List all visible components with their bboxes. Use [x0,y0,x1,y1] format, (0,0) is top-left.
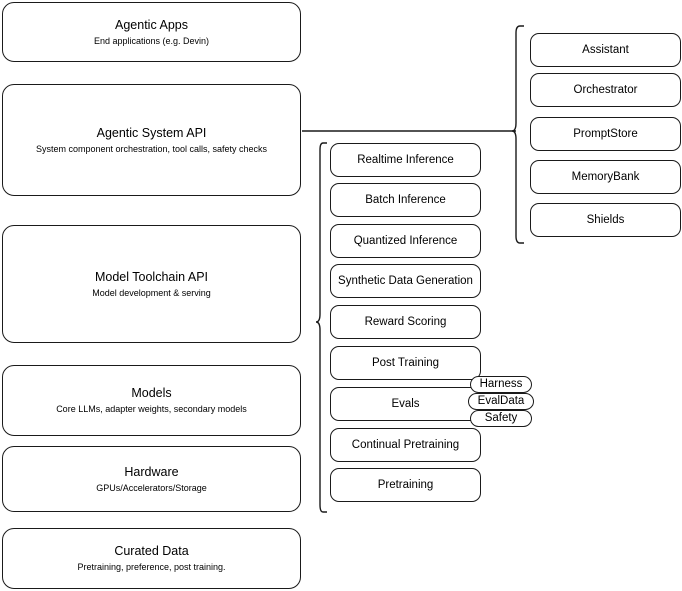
system-component-memorybank[interactable]: MemoryBank [530,160,681,194]
evals-pill-label: EvalData [477,394,525,407]
toolchain-item-label: Pretraining [377,479,434,491]
system-component-assistant[interactable]: Assistant [530,33,681,67]
layer-subtitle: Core LLMs, adapter weights, secondary mo… [56,404,247,414]
toolchain-item-label: Realtime Inference [357,154,454,166]
layer-curated-data[interactable]: Curated Data Pretraining, preference, po… [2,528,301,589]
system-component-label: PromptStore [573,128,638,140]
layer-model-toolchain-api[interactable]: Model Toolchain API Model development & … [2,225,301,343]
layer-subtitle: System component orchestration, tool cal… [35,143,268,154]
toolchain-item-evals[interactable]: Evals [330,387,481,421]
layer-models[interactable]: Models Core LLMs, adapter weights, secon… [2,365,301,436]
system-component-label: Assistant [582,44,629,56]
system-component-promptstore[interactable]: PromptStore [530,117,681,151]
layer-subtitle: GPUs/Accelerators/Storage [96,482,207,493]
layer-agentic-system-api[interactable]: Agentic System API System component orch… [2,84,301,196]
system-component-label: Orchestrator [573,84,638,96]
evals-pill-label: Harness [479,377,523,390]
layer-title: Agentic System API [96,125,207,140]
layer-title: Hardware [124,464,179,479]
toolchain-item-label: Evals [391,398,420,410]
layer-hardware[interactable]: Hardware GPUs/Accelerators/Storage [2,446,301,512]
toolchain-item-reward-scoring[interactable]: Reward Scoring [330,305,481,339]
system-component-label: MemoryBank [571,171,640,183]
layer-agentic-apps[interactable]: Agentic Apps End applications (e.g. Devi… [2,2,301,62]
toolchain-item-label: Reward Scoring [364,316,447,328]
toolchain-item-quantized-inference[interactable]: Quantized Inference [330,224,481,258]
system-component-label: Shields [586,214,625,226]
layer-subtitle: Model development & serving [92,287,211,298]
layer-title: Curated Data [114,544,189,558]
toolchain-item-label: Quantized Inference [353,235,458,247]
layer-subtitle: End applications (e.g. Devin) [93,35,210,46]
layer-title: Models [131,386,172,400]
system-component-orchestrator[interactable]: Orchestrator [530,73,681,107]
evals-pill-harness[interactable]: Harness [470,376,532,393]
toolchain-item-label: Synthetic Data Generation [338,275,473,287]
system-components-brace [511,25,524,244]
toolchain-item-label: Continual Pretraining [351,439,460,451]
layer-title: Model Toolchain API [94,269,209,284]
layer-subtitle: Pretraining, preference, post training. [77,562,226,572]
toolchain-item-label: Post Training [371,357,440,369]
toolchain-item-pretraining[interactable]: Pretraining [330,468,481,502]
evals-pill-evaldata[interactable]: EvalData [468,393,534,410]
toolchain-item-post-training[interactable]: Post Training [330,346,481,380]
toolchain-item-batch-inference[interactable]: Batch Inference [330,183,481,217]
toolchain-item-realtime-inference[interactable]: Realtime Inference [330,143,481,177]
toolchain-item-synthetic-data-generation[interactable]: Synthetic Data Generation [330,264,481,298]
toolchain-item-label: Batch Inference [365,194,446,206]
layer-title: Agentic Apps [115,17,188,32]
toolchain-components-brace [315,142,327,513]
system-component-shields[interactable]: Shields [530,203,681,237]
evals-pill-safety[interactable]: Safety [470,410,532,427]
evals-pill-label: Safety [484,411,518,424]
toolchain-item-continual-pretraining[interactable]: Continual Pretraining [330,428,481,462]
